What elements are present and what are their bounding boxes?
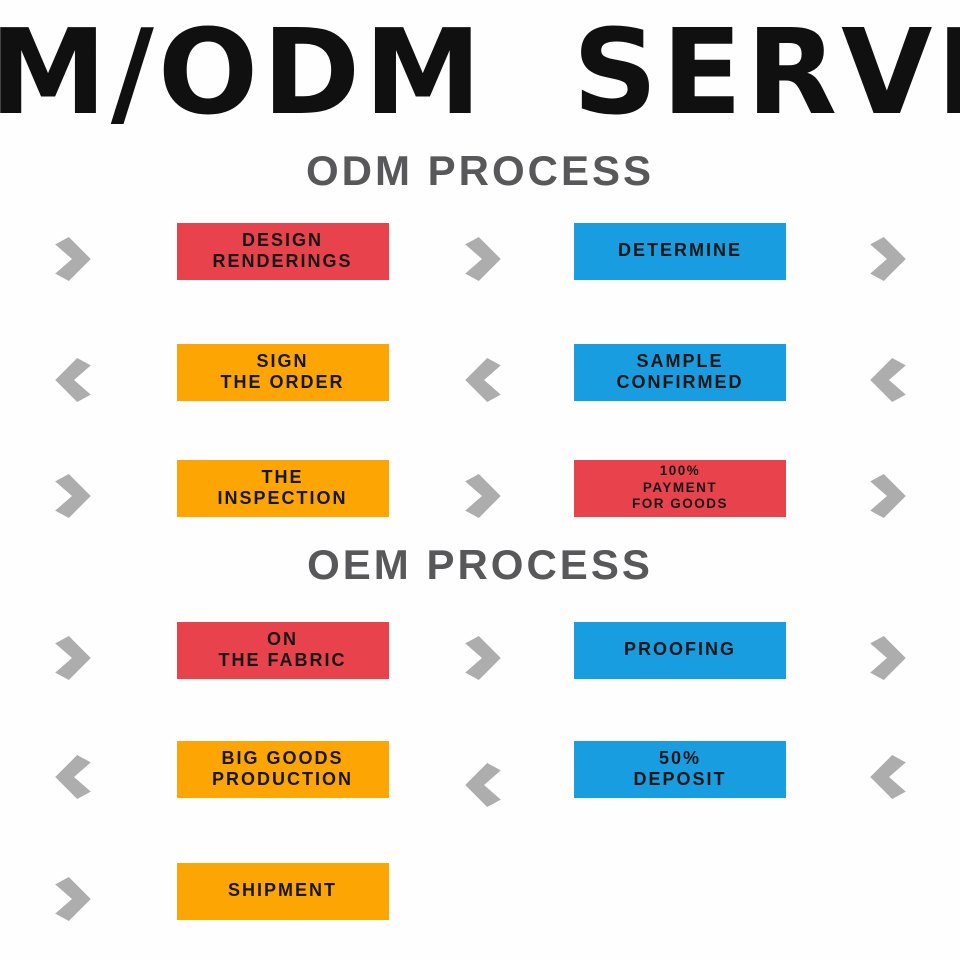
process-step-shipment: SHIPMENT (176, 862, 389, 920)
chevron-right-icon (464, 237, 501, 281)
chevron-right-icon (869, 636, 906, 680)
chevron-right-icon (464, 474, 501, 518)
process-row-odm-3: THE INSPECTION 100% PAYMENT FOR GOODS (0, 459, 960, 518)
process-step-design-renderings: DESIGN RENDERINGS (176, 222, 389, 280)
chevron-left-icon (54, 755, 91, 799)
chevron-left-icon (464, 763, 501, 807)
chevron-right-icon (54, 877, 91, 921)
process-step-sample-confirmed: SAMPLE CONFIRMED (574, 343, 786, 401)
chevron-right-icon (54, 636, 91, 680)
process-step-sign-the-order: SIGN THE ORDER (176, 343, 389, 401)
process-step-50-deposit: 50% DEPOSIT (574, 740, 786, 798)
chevron-left-icon (54, 358, 91, 402)
section-heading-oem: OEM PROCESS (307, 541, 653, 588)
chevron-right-icon (464, 636, 501, 680)
process-row-oem-2: BIG GOODS PRODUCTION 50% DEPOSIT (0, 740, 960, 807)
process-step-the-inspection: THE INSPECTION (176, 459, 389, 517)
process-row-oem-1: ON THE FABRIC PROOFING (0, 621, 960, 680)
process-row-odm-2: SIGN THE ORDER SAMPLE CONFIRMED (0, 343, 960, 402)
section-heading-odm: ODM PROCESS (305, 147, 655, 194)
chevron-left-icon (464, 358, 501, 402)
chevron-left-icon (869, 358, 906, 402)
process-step-proofing: PROOFING (574, 621, 786, 679)
chevron-right-icon (54, 237, 91, 281)
process-row-oem-3: SHIPMENT (0, 862, 960, 921)
process-row-odm-1: DESIGN RENDERINGS DETERMINE (0, 222, 960, 281)
process-step-on-the-fabric: ON THE FABRIC (176, 621, 389, 679)
process-step-big-goods-production: BIG GOODS PRODUCTION (176, 740, 389, 798)
process-step-100-payment: 100% PAYMENT FOR GOODS (574, 459, 786, 517)
page-title: OEM/ODM SERVICE (0, 3, 960, 141)
chevron-right-icon (869, 237, 906, 281)
chevron-right-icon (54, 474, 91, 518)
chevron-left-icon (869, 755, 906, 799)
process-step-determine: DETERMINE (574, 222, 786, 280)
chevron-right-icon (869, 474, 906, 518)
